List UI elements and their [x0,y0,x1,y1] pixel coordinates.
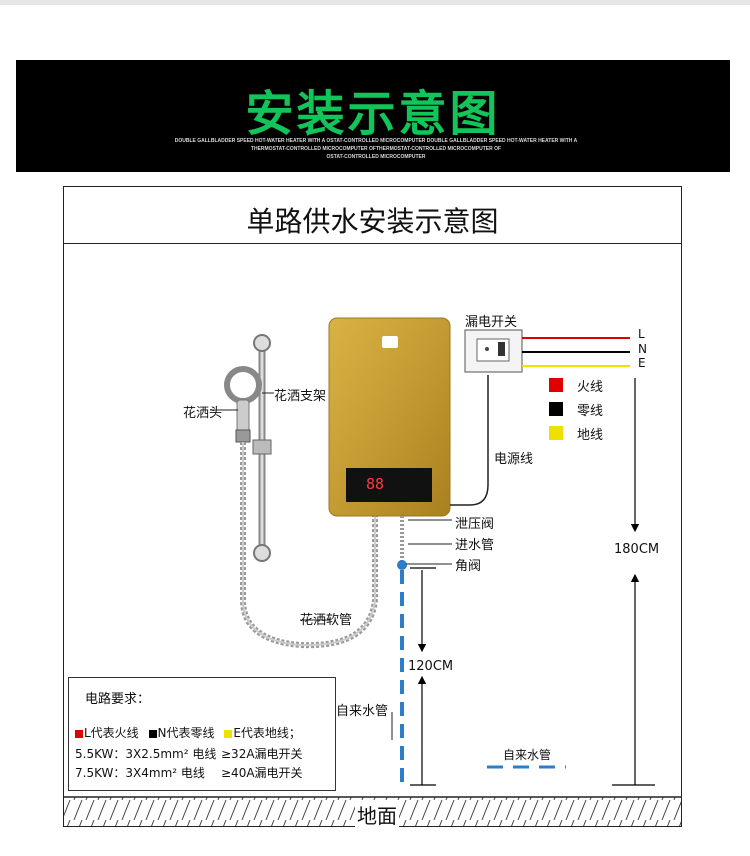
requirements-title: 电路要求： [85,692,151,707]
legend-swatch-earth [549,426,563,440]
label-angle-valve: 角阀 [455,559,482,574]
label-shower-hose: 花洒软管 [300,613,353,628]
code-swatch-live [75,729,83,738]
diagram-title: 单路供水安装示意图 [246,205,499,238]
banner-subtitle-line: THERMOSTAT-CONTROLLED MICROCOMPUTER OFTH… [250,146,502,152]
label-shower-bracket: 花洒支架 [274,389,327,404]
code-earth: E代表地线； [233,726,301,740]
legend-swatch-live [549,378,563,392]
label-power-cord: 电源线 [494,452,534,467]
spec-line-5-5kw: 5.5KW：3X2.5mm² 电线 [75,747,217,761]
legend-swatch-neutral [549,402,563,416]
angle-valve [397,560,407,570]
banner-subtitle-line: OSTAT-CONTROLLED MICROCOMPUTER [326,154,426,160]
water-heater [328,317,451,517]
dimension-wall-height: 180CM [614,542,660,557]
code-neutral: N代表零线 [157,726,215,740]
dimension-valve-height: 120CM [408,659,454,674]
circuit-requirements-box: 电路要求： L代表火线 N代表零线 E代表地线； 5.5KW：3X2.5mm² … [68,677,336,791]
spec-switch-5-5kw: ≥32A漏电开关 [221,747,303,761]
spec-switch-7-5kw: ≥40A漏电开关 [221,766,303,780]
diagram-title-bar: 单路供水安装示意图 [63,186,682,244]
code-live: L代表火线 [84,726,139,740]
code-swatch-earth [224,729,233,738]
label-shower-head: 花洒头 [183,406,223,421]
spec-line-7-5kw: 7.5KW：3X4mm² 电线 [75,766,205,780]
banner-subtitle: DOUBLE GALLBLADDER SPEED HOT-WATER HEATE… [146,137,606,161]
label-tap-water-pipe: 自来水管 [336,704,389,719]
heater-display-digits: 88 [366,475,384,493]
legend-live-label: 火线 [577,380,604,395]
legend-neutral-label: 零线 [577,404,604,419]
code-swatch-neutral [148,729,157,738]
legend-earth-label: 地线 [577,428,604,443]
requirements-codes: L代表火线 N代表零线 E代表地线； [75,724,301,741]
label-inlet-pipe: 进水管 [455,538,495,553]
wire-label-L: L [638,327,645,341]
banner-subtitle-line: DOUBLE GALLBLADDER SPEED HOT-WATER HEATE… [174,138,578,144]
label-tap-water-pipe-floor: 自来水管 [503,748,552,762]
shower-bracket [252,334,272,562]
shower-head-icon [224,366,262,443]
power-cord [450,375,489,506]
label-ground: 地面 [355,800,399,829]
wire-label-N: N [638,342,647,356]
header-banner: 安装示意图 DOUBLE GALLBLADDER SPEED HOT-WATER… [16,60,730,172]
wire-label-E: E [638,356,646,370]
leakage-switch [464,329,523,373]
label-pressure-relief-valve: 泄压阀 [455,517,495,532]
banner-title: 安装示意图 [245,86,501,142]
top-divider [0,0,750,5]
label-leakage-switch: 漏电开关 [465,315,518,330]
